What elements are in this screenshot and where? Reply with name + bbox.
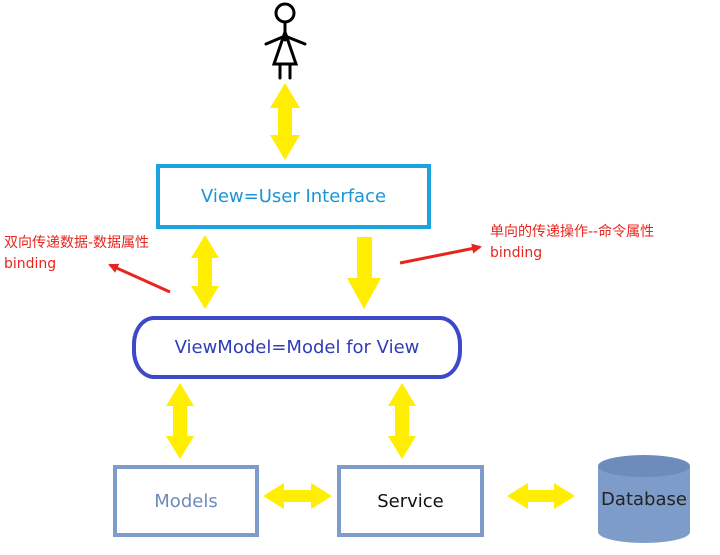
arrow-user-view — [270, 83, 300, 160]
viewmodel-label: ViewModel=Model for View — [174, 337, 420, 358]
models-box: Models — [113, 465, 259, 537]
models-label: Models — [154, 490, 218, 512]
arrow-models-service — [263, 483, 332, 509]
database-label: Database — [601, 488, 687, 510]
viewmodel-box: ViewModel=Model for View — [132, 316, 462, 379]
arrow-view-viewmodel-one-way — [347, 237, 381, 309]
annotation-arrow-right — [399, 243, 482, 265]
two-way-note-line2: binding — [4, 256, 57, 272]
database-cylinder-icon — [598, 455, 690, 543]
view-label: View=User Interface — [200, 186, 387, 207]
arrow-service-database — [507, 483, 575, 509]
stick-figure-icon — [264, 2, 307, 80]
one-way-note-line2: binding — [490, 245, 543, 261]
two-way-note-line1: 双向传递数据-数据属性 — [4, 235, 150, 251]
arrow-viewmodel-service — [388, 383, 416, 459]
arrow-viewmodel-models — [166, 383, 194, 459]
service-label: Service — [377, 490, 444, 512]
service-box: Service — [337, 465, 484, 537]
annotation-arrow-left — [108, 263, 171, 294]
view-box: View=User Interface — [156, 164, 431, 229]
one-way-note-line1: 单向的传递操作--命令属性 — [490, 224, 655, 240]
arrow-view-viewmodel-two-way — [191, 235, 219, 309]
one-way-command-note: 单向的传递操作--命令属性 binding — [490, 222, 654, 264]
two-way-binding-note: 双向传递数据-数据属性 binding — [4, 233, 149, 275]
